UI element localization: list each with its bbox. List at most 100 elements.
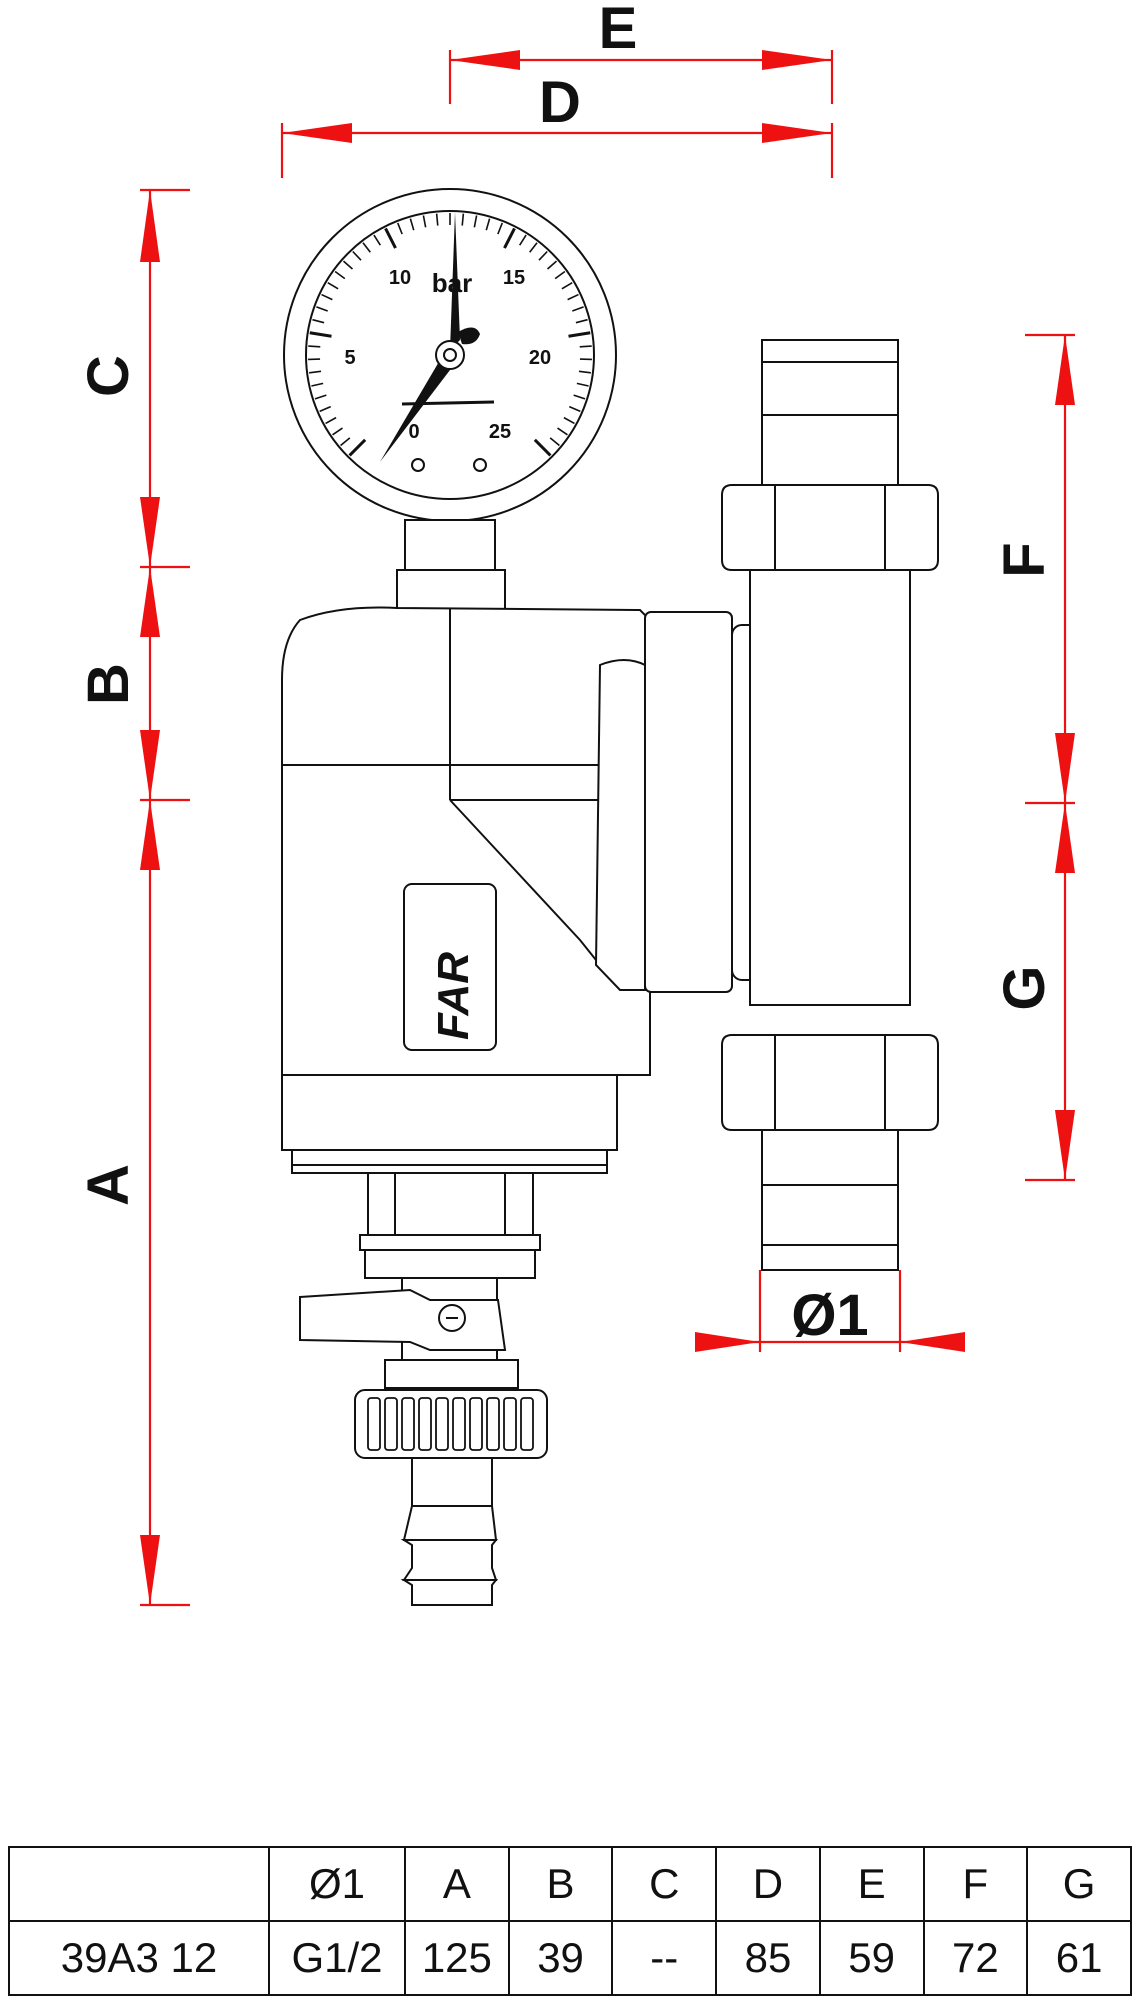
dimension-lines: [140, 50, 1075, 1607]
gauge-tick: [533, 438, 552, 457]
gauge-collar: [396, 569, 506, 611]
gauge-tick: [314, 394, 327, 400]
table-cell: 59: [818, 1920, 925, 1996]
gauge-tick: [461, 213, 465, 226]
gauge-tick: [557, 427, 568, 436]
specification-table: Ø1 A B C D E F G 39A3 12 G1/2 125 39 -- …: [8, 1846, 1132, 1996]
gauge-tick: [567, 293, 579, 301]
gauge-tick: [575, 318, 588, 324]
table-cell: 125: [404, 1920, 510, 1996]
knurl-ridge: [418, 1397, 432, 1451]
gauge-tick: [546, 260, 558, 270]
gauge-tick: [311, 382, 324, 387]
table-header-cell: F: [922, 1846, 1029, 1922]
gauge-tick: [568, 405, 581, 413]
gauge-label-25: 25: [489, 421, 511, 443]
label-D: D: [539, 70, 581, 135]
gauge-tick: [373, 234, 382, 246]
gauge-tick: [572, 306, 584, 312]
gauge-stem: [404, 519, 496, 571]
gauge-tick: [334, 270, 346, 280]
label-O1: Ø1: [791, 1283, 868, 1348]
gauge-tick: [362, 242, 371, 253]
gauge-tick: [561, 282, 573, 290]
gauge-tick: [422, 215, 427, 228]
table-header-cell: G: [1026, 1846, 1132, 1922]
label-F: F: [992, 542, 1057, 577]
knurl-ridge: [503, 1397, 517, 1451]
gauge-label-5: 5: [344, 347, 355, 369]
table-cell: 61: [1026, 1920, 1132, 1996]
gauge-tick: [485, 218, 491, 231]
table-header-row: Ø1 A B C D E F G: [8, 1846, 1132, 1922]
gauge-tick: [342, 260, 354, 270]
gauge-tick: [348, 438, 367, 457]
knurl-ridge: [520, 1397, 534, 1451]
gauge-tick: [409, 218, 415, 231]
knurl-ridge: [469, 1397, 483, 1451]
gauge-tick: [321, 293, 333, 301]
gauge-tick: [325, 416, 337, 425]
gauge-tick: [578, 370, 591, 374]
label-B: B: [76, 663, 141, 705]
table-header-cell: E: [818, 1846, 925, 1922]
gauge-tick: [573, 394, 586, 400]
table-cell: G1/2: [268, 1920, 406, 1996]
gauge-tick: [332, 427, 343, 436]
logo-plate: [403, 883, 497, 1051]
gauge-label-0: 0: [408, 421, 419, 443]
gauge-tick: [538, 250, 548, 261]
gauge-tick: [309, 370, 322, 374]
table-row: 39A3 12 G1/2 125 39 -- 85 59 72 61: [8, 1920, 1132, 1996]
knurl-ridge: [367, 1397, 381, 1451]
knurl-ridge: [486, 1397, 500, 1451]
label-A: A: [76, 1164, 141, 1206]
label-E: E: [599, 0, 638, 61]
table-header-cell: B: [507, 1846, 614, 1922]
table-header-cell: C: [611, 1846, 718, 1922]
knurl-ridge: [452, 1397, 466, 1451]
gauge-tick: [352, 250, 362, 261]
gauge-tick: [316, 306, 328, 312]
gauge-tick: [549, 437, 560, 447]
gauge-tick: [563, 416, 575, 425]
pipe-fittings: [721, 339, 939, 1271]
gauge-tick: [309, 331, 332, 338]
gauge-tick: [384, 227, 397, 249]
gauge-tick: [327, 282, 339, 290]
table-cell: 85: [715, 1920, 821, 1996]
table-header-cell: [8, 1846, 270, 1922]
filter-body: FAR: [281, 606, 651, 1174]
table-header-cell: Ø1: [268, 1846, 406, 1922]
gauge-tick: [518, 234, 527, 246]
table-header-cell: D: [715, 1846, 821, 1922]
gauge-tick: [312, 318, 325, 324]
gauge-tick: [576, 382, 589, 387]
gauge-tick: [340, 437, 351, 447]
label-C: C: [76, 355, 141, 397]
gauge-tick: [396, 222, 403, 235]
knurl-ridge: [435, 1397, 449, 1451]
gauge-tick: [529, 242, 538, 253]
pressure-gauge: 0 5 10 15 20 25 bar: [283, 188, 617, 522]
table-cell: 39A3 12: [8, 1920, 270, 1996]
gauge-tick: [568, 331, 591, 338]
label-G: G: [992, 965, 1057, 1010]
gauge-tick: [473, 215, 478, 228]
gauge-tick: [319, 405, 332, 413]
gauge-tick: [554, 270, 566, 280]
gauge-label-10: 10: [389, 267, 411, 289]
table-cell: 39: [507, 1920, 614, 1996]
technical-drawing: E D C B A F G Ø1 0 5 10 15 20 25 bar: [76, 0, 1075, 1607]
knurl-ridge: [401, 1397, 415, 1451]
gauge-tick: [435, 213, 439, 226]
gauge-unit: bar: [432, 268, 472, 298]
gauge-tick: [579, 345, 592, 348]
drain-valve: [299, 1172, 548, 1606]
gauge-label-20: 20: [529, 347, 551, 369]
logo-text: FAR: [429, 952, 478, 1040]
table-header-cell: A: [404, 1846, 510, 1922]
gauge-label-15: 15: [503, 267, 525, 289]
gauge-tick: [308, 345, 321, 348]
knurl-ridge: [384, 1397, 398, 1451]
